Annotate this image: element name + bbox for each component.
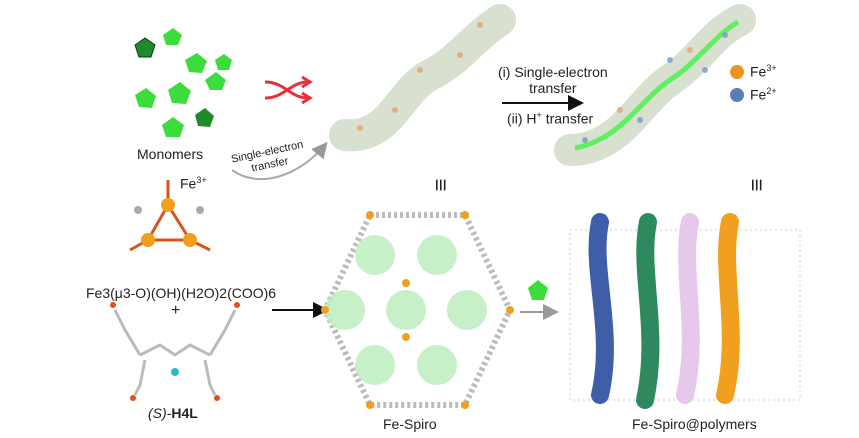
legend-fe3-sup: 3+	[766, 63, 777, 73]
legend-fe3-text: Fe	[750, 63, 767, 80]
fe-spiro-polymers-label: Fe-Spiro@polymers	[632, 416, 757, 432]
monomers-label: Monomers	[137, 146, 204, 162]
legend-fe2-text: Fe	[750, 86, 767, 103]
fe-spiro-label: Fe-Spiro	[383, 416, 437, 432]
fe2-legend-dot	[730, 88, 744, 102]
random-crossing-arrows-icon	[264, 75, 313, 105]
plus-sign: +	[171, 302, 181, 319]
cluster-fe-text: Fe	[180, 175, 197, 192]
equivalence-symbol-1: ≡	[428, 178, 454, 192]
legend-fe2: Fe2+	[750, 86, 777, 103]
step1-label: (i) Single-electron transfer	[498, 64, 608, 96]
cluster-formula: Fe3(μ3-O)(OH)(H2O)2(COO)6	[86, 285, 277, 301]
monomer-pentagons	[134, 28, 232, 137]
equivalence-symbol-2: ≡	[744, 178, 770, 192]
polymer-tube-1	[329, 4, 516, 152]
step2-sup: +	[536, 110, 542, 120]
cluster-fe3-label: Fe3+	[180, 175, 207, 192]
legend-fe2-sup: 2+	[766, 86, 777, 96]
monomer-pentagon-icon	[528, 280, 548, 300]
fe-cluster-structure	[129, 180, 211, 252]
ligand-label: (S)-H4L	[148, 405, 198, 421]
step2-suffix: transfer	[541, 110, 594, 127]
curved-arrow	[231, 141, 328, 180]
fe3-legend-dot	[730, 65, 744, 79]
step2-label: (ii) H+ transfer	[507, 110, 593, 127]
legend-fe3: Fe3+	[750, 63, 777, 80]
ligand-structure	[110, 302, 240, 401]
step1-line2: transfer	[529, 80, 577, 96]
ligand-prefix: (S)-	[148, 405, 172, 421]
cluster-fe-sup: 3+	[196, 175, 207, 185]
ligand-name: H4L	[171, 405, 198, 421]
fe-spiro-framework	[321, 211, 514, 409]
step1-line1: (i) Single-electron	[498, 64, 608, 80]
step2-prefix: (ii) H	[507, 110, 537, 127]
polymer-chains-in-framework	[569, 213, 801, 409]
